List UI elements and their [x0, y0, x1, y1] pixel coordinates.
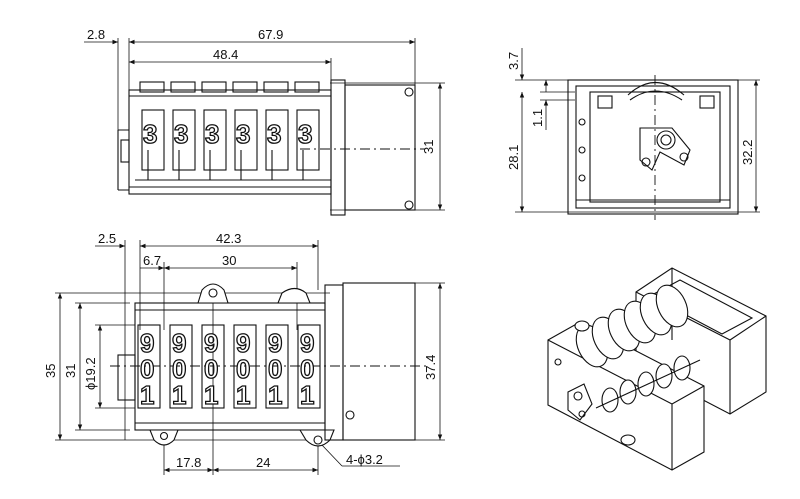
- top-wheel-digit: 3: [267, 119, 281, 149]
- front-wheel-digit-mid: 0: [268, 354, 282, 384]
- front-wheel-digit-mid: 0: [140, 354, 154, 384]
- dim-counter-length: 48.4: [213, 47, 238, 62]
- isometric-view: [547, 267, 767, 471]
- dim-small-gap: 1.1: [530, 109, 545, 127]
- front-wheel-digit-mid: 0: [236, 354, 250, 384]
- dim-body-height: 31: [63, 364, 78, 378]
- side-view: 3.7 1.1 28.1 32.2: [506, 48, 760, 220]
- dim-hole-x1: 17.8: [176, 455, 201, 470]
- top-wheel-digit: 3: [205, 119, 219, 149]
- dim-offset: 2.8: [87, 27, 105, 42]
- top-wheel-digit: 3: [236, 119, 250, 149]
- dim-overall-length: 67.9: [258, 27, 283, 42]
- dim-depth: 37.4: [423, 355, 438, 380]
- front-wheel-digit-top: 9: [300, 328, 314, 358]
- front-wheel-digit-top: 9: [140, 328, 154, 358]
- top-wheel-digit: 3: [298, 119, 312, 149]
- dim-total-height: 35: [43, 364, 58, 378]
- front-wheel-digit-top: 9: [268, 328, 282, 358]
- dim-overall-height: 32.2: [740, 140, 755, 165]
- front-wheel-digit-mid: 0: [204, 354, 218, 384]
- dim-height: 31: [421, 140, 436, 154]
- top-view-wheels: 3 3 3 3: [139, 81, 320, 180]
- top-wheel-digit: 3: [174, 119, 188, 149]
- dim-inner-height: 28.1: [506, 145, 521, 170]
- front-wheel-digit-top: 9: [172, 328, 186, 358]
- dim-overall-length: 42.3: [216, 231, 241, 246]
- front-wheel-digit-mid: 0: [172, 354, 186, 384]
- front-wheel-digit-bot: 1: [172, 380, 186, 410]
- dim-top-gap: 3.7: [506, 52, 521, 70]
- front-wheel-digit-top: 9: [204, 328, 218, 358]
- dim-offset: 2.5: [98, 231, 116, 246]
- dim-hole-spacing: 24: [256, 455, 270, 470]
- front-wheel-digit-bot: 1: [300, 380, 314, 410]
- dim-wheel-diameter: ϕ19.2: [83, 357, 98, 390]
- front-wheel-digit-bot: 1: [236, 380, 250, 410]
- top-wheel-digit: 3: [143, 119, 157, 149]
- front-wheel-digit-bot: 1: [140, 380, 154, 410]
- front-wheel-digit-bot: 1: [268, 380, 282, 410]
- front-wheel-digit-bot: 1: [204, 380, 218, 410]
- front-view-wheels: 9 0 1 9 0 1 9 0 1 9 0 1: [137, 324, 321, 411]
- front-view: 2.5 42.3 6.7 30 35 31 ϕ19.2 37.4 17.8 24…: [43, 231, 445, 475]
- top-view: 2.8 67.9 48.4 31 3: [84, 27, 445, 216]
- dim-holes: 4-ϕ3.2: [346, 452, 383, 467]
- dim-first-wheel: 6.7: [143, 253, 161, 268]
- front-wheel-digit-top: 9: [236, 328, 250, 358]
- dim-wheel-span: 30: [222, 253, 236, 268]
- front-wheel-digit-mid: 0: [300, 354, 314, 384]
